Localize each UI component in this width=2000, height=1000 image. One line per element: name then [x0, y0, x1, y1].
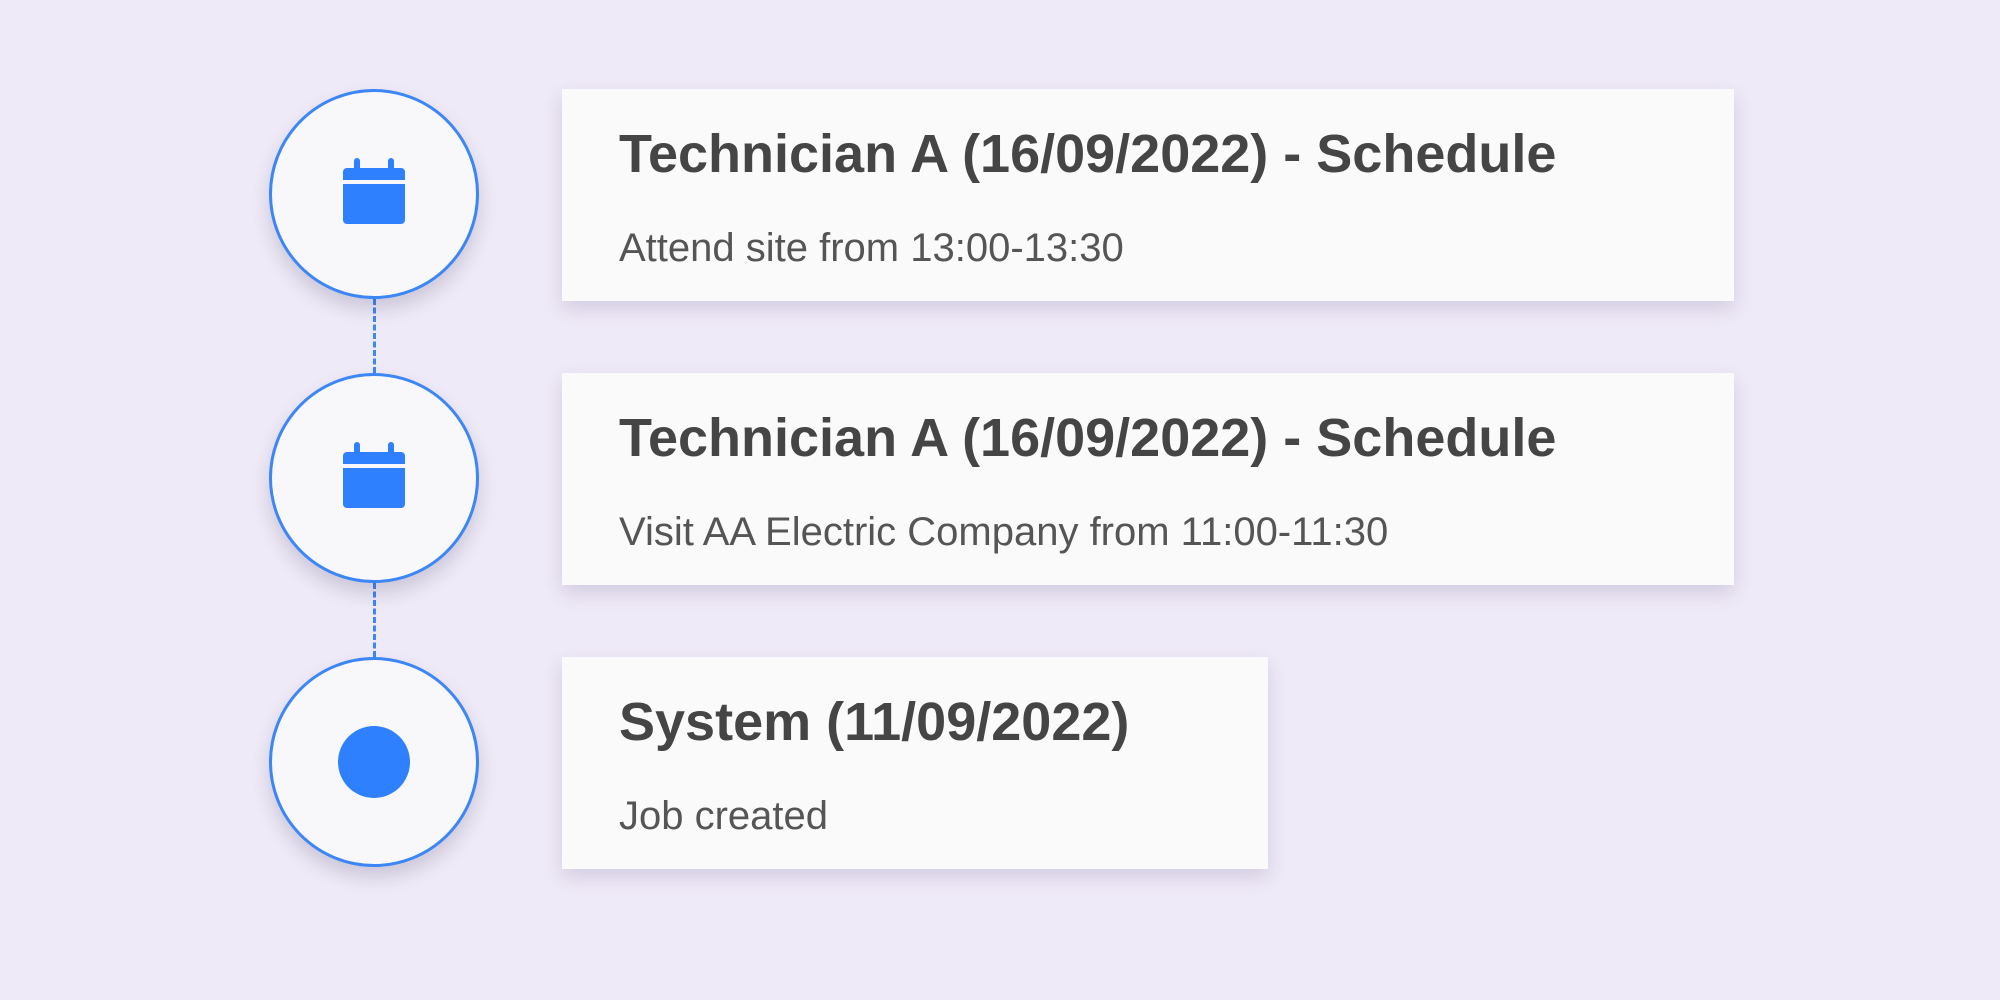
dot-icon	[338, 726, 410, 798]
entry-description: Job created	[619, 794, 829, 838]
timeline-entry-card: Technician A (16/09/2022) - Schedule Att…	[562, 89, 1734, 301]
timeline-node	[269, 89, 479, 299]
entry-title: Technician A (16/09/2022) - Schedule	[619, 408, 1557, 468]
entry-description: Attend site from 13:00-13:30	[619, 226, 1124, 270]
timeline-node	[269, 657, 479, 867]
timeline-connector	[373, 583, 376, 657]
timeline-entry-card: Technician A (16/09/2022) - Schedule Vis…	[562, 373, 1734, 585]
entry-title: System (11/09/2022)	[619, 692, 1130, 752]
entry-description: Visit AA Electric Company from 11:00-11:…	[619, 510, 1389, 554]
timeline-entry-card: System (11/09/2022) Job created	[562, 657, 1268, 869]
timeline-node	[269, 373, 479, 583]
timeline-connector	[373, 299, 376, 373]
calendar-icon	[336, 438, 412, 519]
calendar-icon	[336, 154, 412, 235]
entry-title: Technician A (16/09/2022) - Schedule	[619, 124, 1557, 184]
